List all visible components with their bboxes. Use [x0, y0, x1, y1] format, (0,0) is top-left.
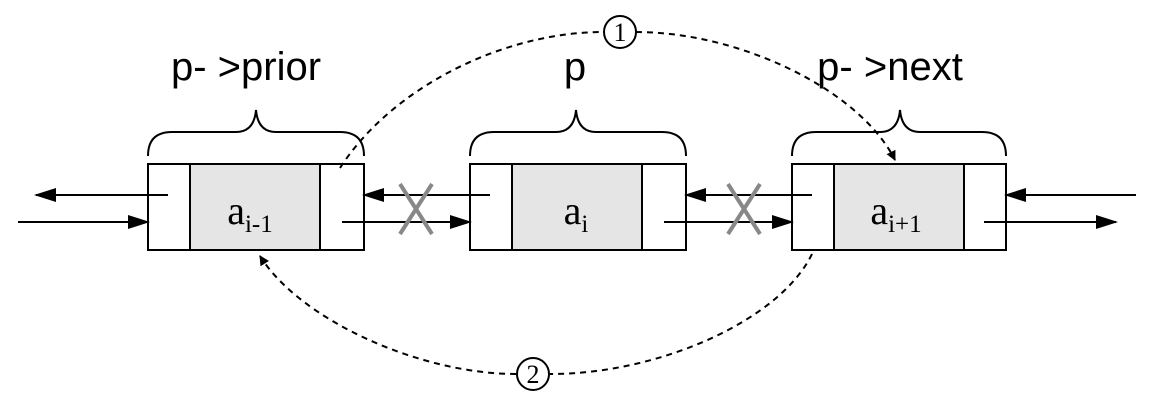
node-prior: ai-1	[147, 163, 365, 251]
node-next-text: ai+1	[870, 188, 921, 238]
node-current: ai	[469, 163, 687, 251]
label-next: p- >next	[817, 45, 963, 89]
brace-current	[469, 109, 687, 157]
label-current: p	[564, 45, 586, 89]
step-1-marker: 1	[603, 15, 637, 49]
brace-prior	[147, 109, 365, 157]
label-prior: p- >prior	[171, 45, 321, 89]
svg-text:1: 1	[614, 18, 627, 47]
dashed-arc-step-2	[260, 254, 813, 375]
svg-text:2: 2	[527, 360, 540, 389]
node-next: ai+1	[791, 163, 1007, 251]
step-2-marker: 2	[516, 357, 550, 391]
node-prior-text: ai-1	[227, 188, 273, 238]
node-current-text: ai	[564, 188, 589, 238]
cross-mark-left	[398, 182, 434, 236]
cross-mark-right	[726, 182, 762, 236]
dashed-arc-step-1	[339, 31, 895, 168]
brace-next	[791, 109, 1007, 157]
